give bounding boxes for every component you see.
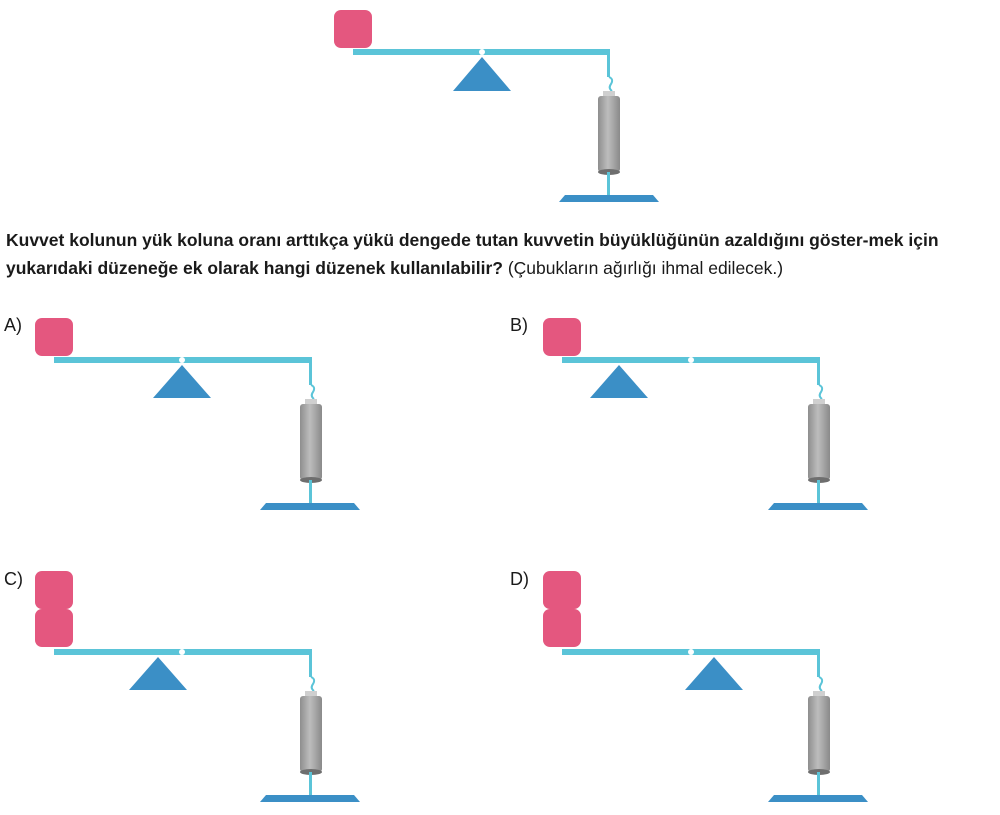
load-block-top [543,571,581,609]
pivot-point [479,49,485,55]
stand-base [260,795,360,802]
hook-icon [608,76,614,92]
dynamometer-body [300,404,322,480]
fulcrum-triangle [129,657,187,690]
hook-icon [310,676,316,692]
load-block-top [35,571,73,609]
spring-cap [813,399,825,404]
fulcrum-triangle [453,57,511,91]
option-a-label[interactable]: A) [4,315,22,335]
stand-base [559,195,659,202]
option-d-setup [543,571,868,802]
option-d-label[interactable]: D) [510,569,529,589]
stand-base [768,503,868,510]
spring-cap [813,691,825,696]
right-end-post [607,49,610,77]
option-a-setup [35,318,360,510]
hook-icon [310,384,316,400]
load-block-bottom [35,609,73,647]
hook-icon [818,676,824,692]
right-end-post [817,357,820,385]
right-end-post [817,649,820,677]
hook-icon [818,384,824,400]
pivot-point [179,357,185,363]
fulcrum-triangle [153,365,211,398]
spring-cap [305,399,317,404]
pivot-point [688,649,694,655]
stand-rod [309,772,312,795]
option-b-setup [543,318,868,510]
question-stem: Kuvvet kolunun yük koluna oranı arttıkça… [6,230,939,278]
dynamometer-body [300,696,322,772]
load-block [35,318,73,356]
stand-base [260,503,360,510]
pivot-point [688,357,694,363]
stand-rod [817,772,820,795]
pivot-point [179,649,185,655]
fulcrum-triangle [685,657,743,690]
stand-base [768,795,868,802]
option-c-setup [35,571,360,802]
reference-lever-setup [334,10,659,202]
option-b-label[interactable]: B) [510,315,528,335]
option-c-label[interactable]: C) [4,569,23,589]
dynamometer-body [808,404,830,480]
spring-cap [603,91,615,96]
load-block-bottom [543,609,581,647]
stand-rod [607,172,610,196]
load-block [543,318,581,356]
stand-rod [817,480,820,503]
right-end-post [309,357,312,385]
fulcrum-triangle [590,365,648,398]
spring-cap [305,691,317,696]
right-end-post [309,649,312,677]
stand-rod [309,480,312,503]
dynamometer-body [598,96,620,172]
question-text: Kuvvet kolunun yük koluna oranı arttıkça… [6,226,996,282]
load-block [334,10,372,48]
question-note: (Çubukların ağırlığı ihmal edilecek.) [507,258,784,278]
dynamometer-body [808,696,830,772]
